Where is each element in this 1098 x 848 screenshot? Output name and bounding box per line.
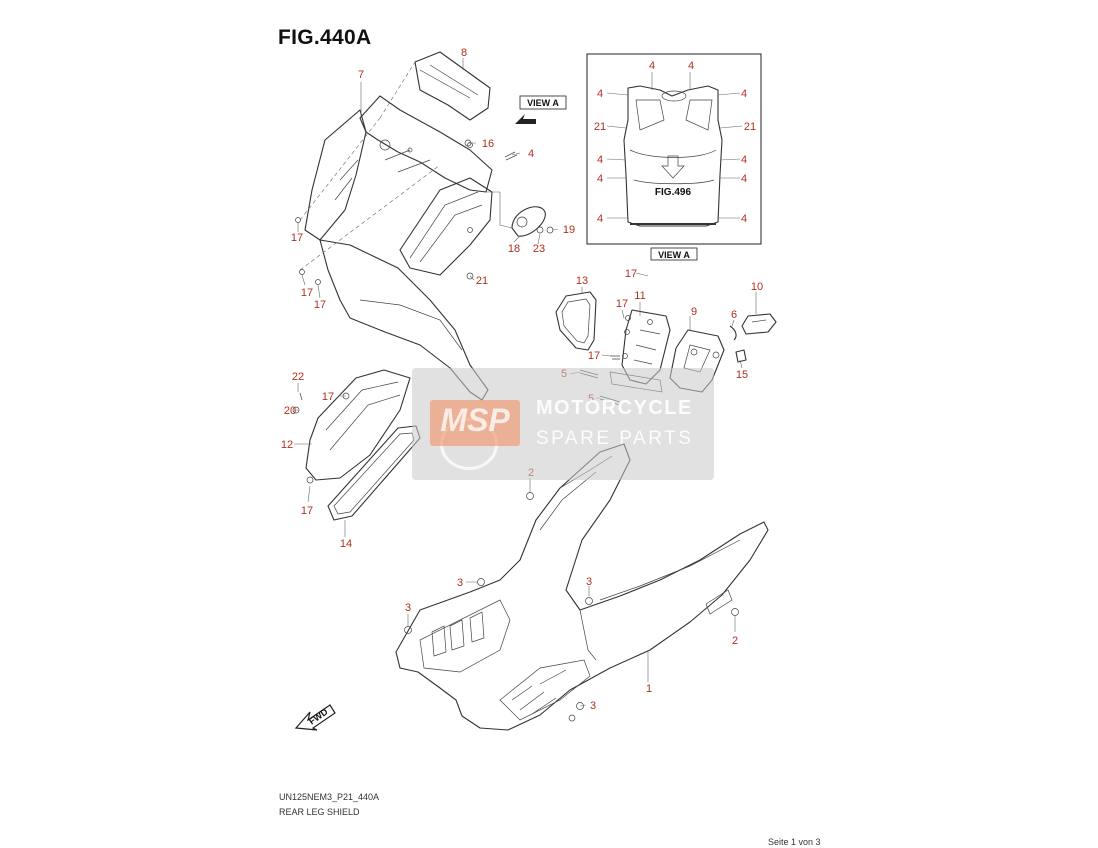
callout-17: 17 bbox=[314, 299, 326, 311]
view-callout-4: 4 bbox=[741, 173, 747, 185]
watermark-line2: SPARE PARTS bbox=[536, 428, 694, 449]
view-callout-4: 4 bbox=[597, 88, 603, 100]
part-upper-inner-cover bbox=[299, 51, 493, 401]
callout-9: 9 bbox=[691, 306, 697, 318]
callout-17: 17 bbox=[625, 268, 637, 280]
callout-3: 3 bbox=[405, 602, 411, 614]
callout-3: 3 bbox=[590, 700, 596, 712]
view-callout-4: 4 bbox=[741, 154, 747, 166]
footer-page: Seite 1 von 3 bbox=[768, 837, 821, 847]
footer-code: UN125NEM3_P21_440A bbox=[279, 792, 380, 802]
callout-2: 2 bbox=[732, 635, 738, 647]
view-callout-21: 21 bbox=[744, 121, 756, 133]
callout-3: 3 bbox=[457, 577, 463, 589]
watermark-line1: MOTORCYCLE bbox=[536, 397, 693, 419]
view-a-box-label: VIEW A bbox=[658, 250, 690, 260]
callout-4: 4 bbox=[528, 148, 534, 160]
view-a-fig-ref: FIG.496 bbox=[655, 187, 692, 198]
view-callout-21: 21 bbox=[594, 121, 606, 133]
callout-17: 17 bbox=[301, 287, 313, 299]
callout-18: 18 bbox=[508, 243, 520, 255]
fwd-arrow: FWD bbox=[294, 704, 336, 731]
callout-17: 17 bbox=[301, 505, 313, 517]
callout-23: 23 bbox=[533, 243, 545, 255]
fasteners-upper bbox=[295, 139, 518, 285]
view-a-inset: FIG.496 VIEW A bbox=[586, 53, 762, 261]
part-13-seal bbox=[555, 291, 597, 351]
view-a-arrow: VIEW A bbox=[515, 95, 567, 124]
callout-19: 19 bbox=[563, 224, 575, 236]
callout-22: 22 bbox=[292, 371, 304, 383]
callout-12: 12 bbox=[281, 439, 293, 451]
callout-7: 7 bbox=[358, 69, 364, 81]
part-14-gasket bbox=[327, 425, 421, 521]
view-callout-4: 4 bbox=[741, 213, 747, 225]
callout-10: 10 bbox=[751, 281, 763, 293]
callout-17: 17 bbox=[322, 391, 334, 403]
parts-10-6-15 bbox=[729, 313, 777, 363]
view-callout-4: 4 bbox=[688, 60, 694, 72]
view-a-arrow-label: VIEW A bbox=[527, 98, 559, 108]
view-callout-4: 4 bbox=[597, 173, 603, 185]
callout-15: 15 bbox=[736, 369, 748, 381]
part-1-rear-leg-shield bbox=[395, 443, 769, 731]
footer-name: REAR LEG SHIELD bbox=[279, 807, 360, 817]
part-18-knob bbox=[486, 191, 554, 237]
view-callout-4: 4 bbox=[741, 88, 747, 100]
leader-lines bbox=[294, 58, 757, 707]
callout-numbers: 8 7 16 4 17 18 23 19 17 17 21 13 17 11 1… bbox=[281, 47, 763, 712]
callout-14: 14 bbox=[340, 538, 352, 550]
callout-20: 20 bbox=[284, 405, 296, 417]
view-callout-4: 4 bbox=[597, 154, 603, 166]
callout-11: 11 bbox=[634, 290, 645, 302]
fasteners-lower bbox=[404, 492, 739, 722]
callout-17: 17 bbox=[588, 350, 600, 362]
part-12-box bbox=[292, 369, 411, 484]
watermark-logo bbox=[430, 400, 520, 446]
view-callout-4: 4 bbox=[597, 213, 603, 225]
callout-16: 16 bbox=[482, 138, 494, 150]
watermark-logo-text: MSP bbox=[440, 402, 510, 438]
callout-21: 21 bbox=[476, 275, 488, 287]
callout-6: 6 bbox=[731, 309, 737, 321]
callout-3: 3 bbox=[586, 576, 592, 588]
callout-1: 1 bbox=[646, 683, 652, 695]
callout-8: 8 bbox=[461, 47, 467, 59]
view-callout-4: 4 bbox=[649, 60, 655, 72]
callout-17: 17 bbox=[616, 298, 628, 310]
callout-13: 13 bbox=[576, 275, 588, 287]
figure-title: FIG.440A bbox=[278, 26, 372, 49]
callout-17: 17 bbox=[291, 232, 303, 244]
